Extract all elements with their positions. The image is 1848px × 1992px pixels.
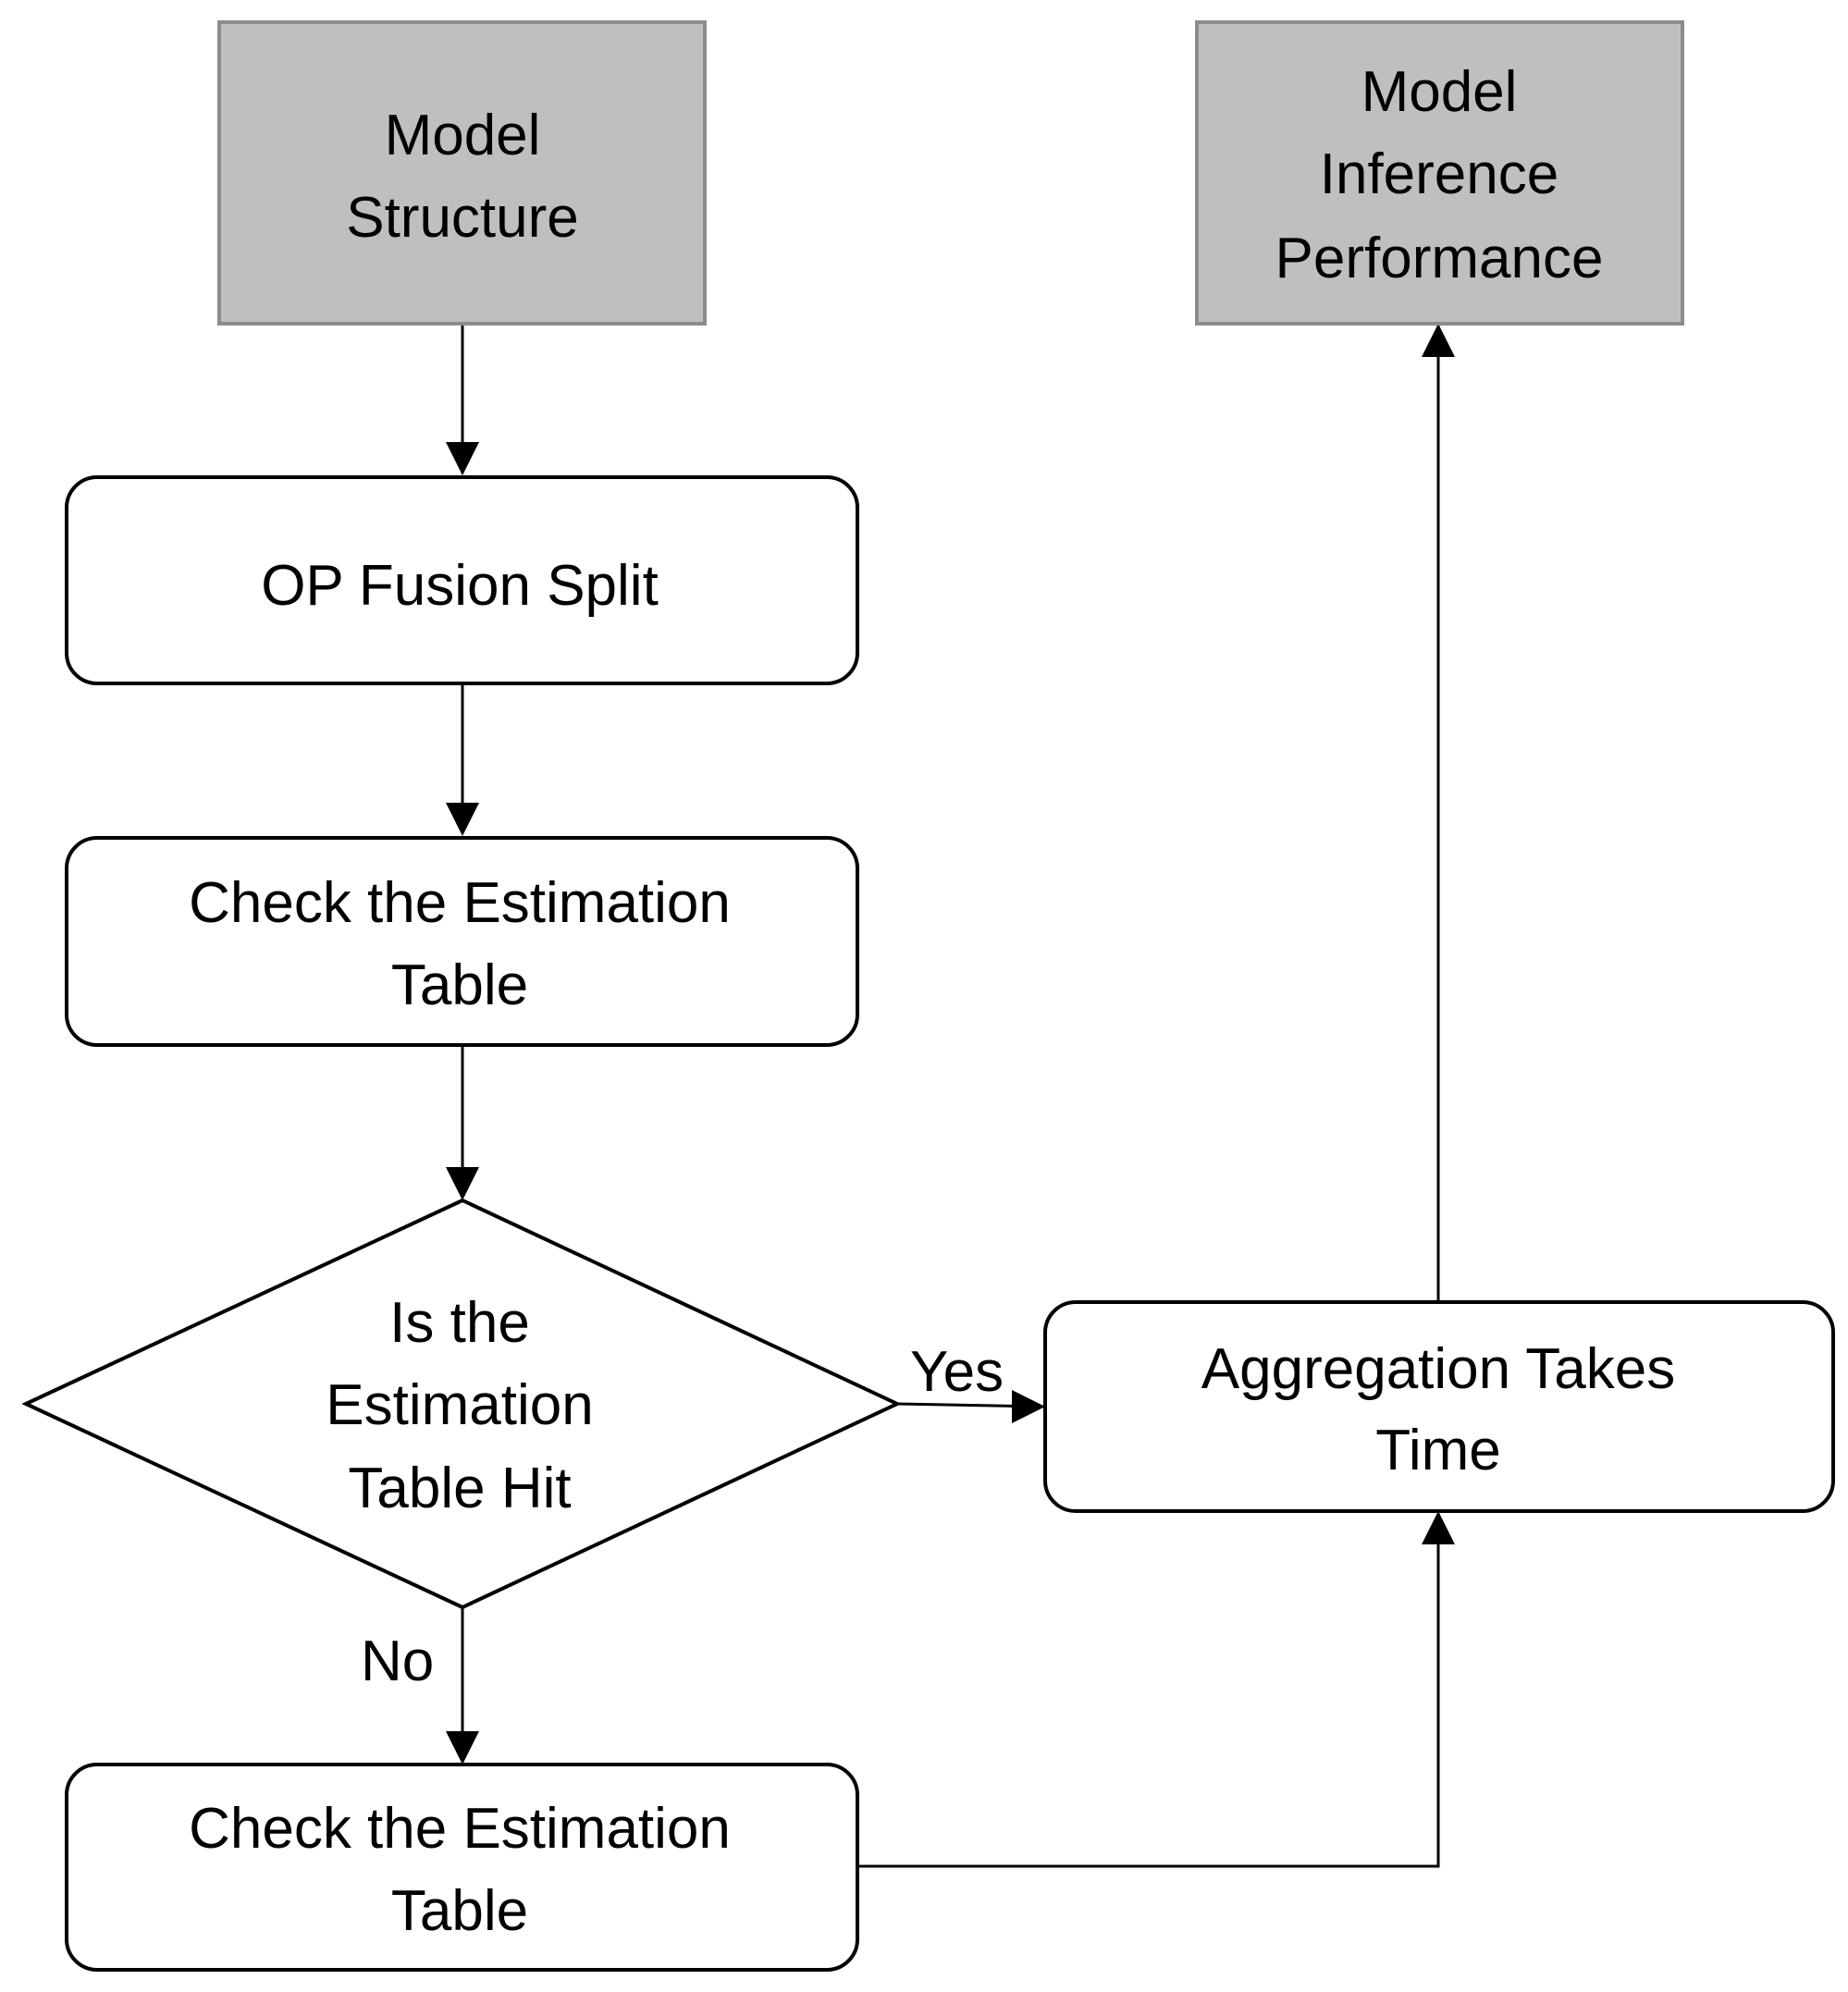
node-decision-line-3: Table Hit <box>348 1457 571 1520</box>
node-aggregation-line-2: Time <box>1375 1419 1500 1482</box>
node-decision-line-2: Estimation <box>326 1373 593 1437</box>
arrowhead-decision-yes <box>1012 1390 1045 1423</box>
node-op-fusion-split: OP Fusion Split <box>65 475 859 685</box>
node-performance-line-1: Model <box>1361 60 1518 124</box>
node-op-fusion-split-line-1: OP Fusion Split <box>261 554 659 618</box>
node-check1-line-2: Table <box>391 953 528 1017</box>
node-decision-line-1: Is the <box>389 1291 530 1355</box>
arrowhead-check2-to-aggregation <box>1422 1511 1455 1544</box>
node-performance-line-3: Performance <box>1275 227 1604 290</box>
node-aggregation-takes-time: Aggregation Takes Time <box>1043 1300 1835 1513</box>
edge-label-yes: Yes <box>910 1340 1004 1404</box>
node-decision-table-hit: Is the Estimation Table Hit <box>21 1198 902 1610</box>
edge-check2-to-aggregation <box>857 1515 1440 1868</box>
arrowhead-decision-no <box>446 1731 479 1765</box>
node-model-structure-line-2: Structure <box>346 186 579 250</box>
node-model-inference-performance: Model Inference Performance <box>1195 20 1684 326</box>
node-check-estimation-table-2: Check the Estimation Table <box>65 1763 859 1972</box>
node-check2-line-1: Check the Estimation <box>189 1797 731 1861</box>
node-model-structure-line-1: Model <box>385 104 541 167</box>
arrowhead-structure-to-fusion <box>446 442 479 475</box>
node-check2-line-2: Table <box>391 1879 528 1943</box>
arrowhead-fusion-to-check1 <box>446 803 479 836</box>
arrowhead-check1-to-decision <box>446 1167 479 1200</box>
node-check-estimation-table-1: Check the Estimation Table <box>65 836 859 1047</box>
arrowhead-aggregation-to-performance <box>1422 324 1455 357</box>
edge-label-no: No <box>361 1629 434 1693</box>
node-performance-line-2: Inference <box>1320 142 1559 206</box>
node-model-structure: Model Structure <box>217 20 707 326</box>
node-check1-line-1: Check the Estimation <box>189 871 731 935</box>
node-aggregation-line-1: Aggregation Takes <box>1201 1337 1675 1401</box>
